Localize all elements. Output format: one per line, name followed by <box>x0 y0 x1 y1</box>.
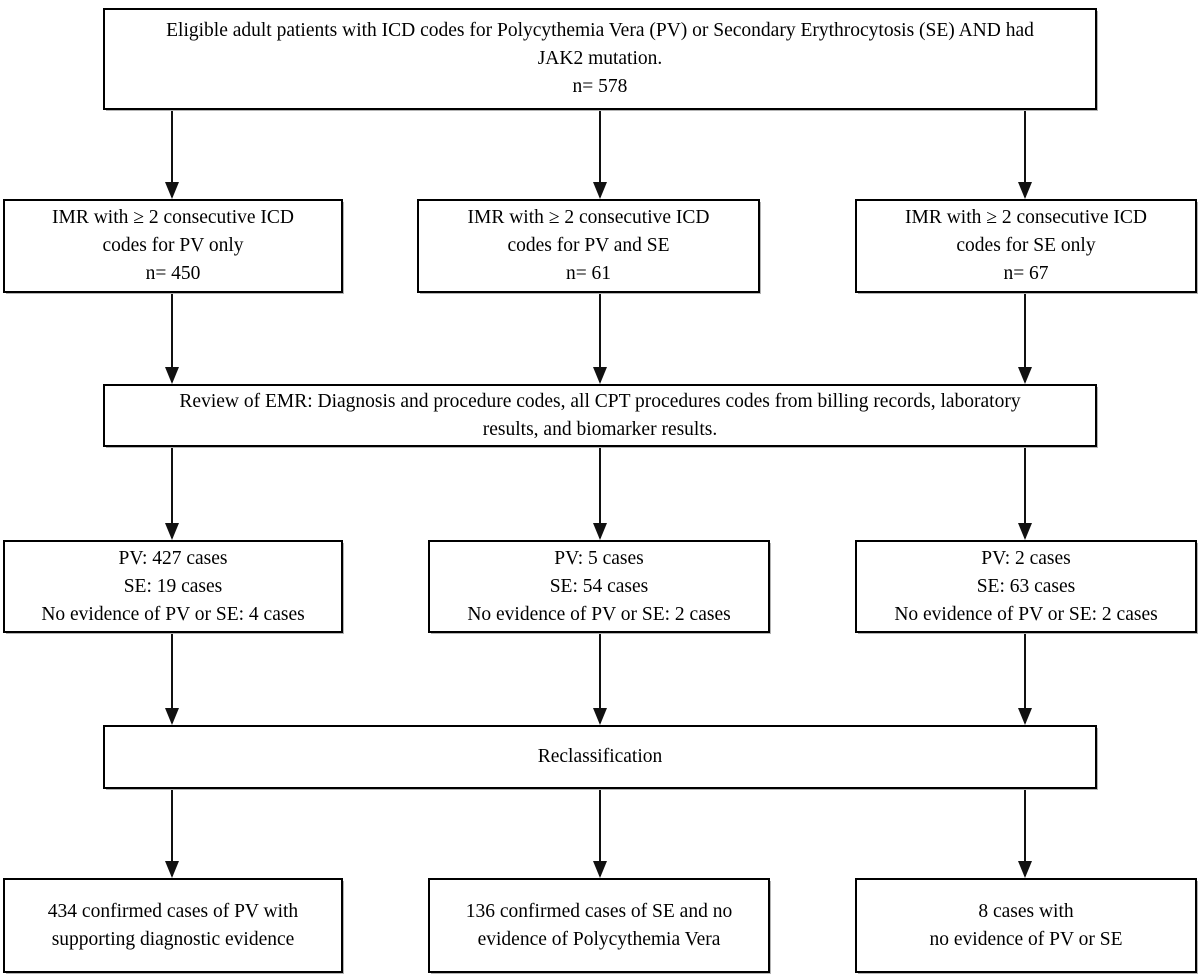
arrow-down-icon <box>171 634 173 723</box>
node-eligible-patients: Eligible adult patients with ICD codes f… <box>103 8 1097 110</box>
node-confirmed-pv: 434 confirmed cases of PV with supportin… <box>3 878 343 973</box>
arrow-down-icon <box>1024 634 1026 723</box>
arrow-down-icon <box>1024 790 1026 876</box>
arrow-down-icon <box>1024 448 1026 538</box>
arrow-down-icon <box>599 294 601 382</box>
node-imr-pv-and-se: IMR with ≥ 2 consecutive ICD codes for P… <box>417 199 760 293</box>
arrow-down-icon <box>599 111 601 197</box>
node-confirmed-se: 136 confirmed cases of SE and no evidenc… <box>428 878 770 973</box>
arrow-down-icon <box>1024 111 1026 197</box>
arrow-down-icon <box>171 294 173 382</box>
node-emr-review: Review of EMR: Diagnosis and procedure c… <box>103 384 1097 447</box>
node-imr-pv-only: IMR with ≥ 2 consecutive ICD codes for P… <box>3 199 343 293</box>
arrow-down-icon <box>171 448 173 538</box>
arrow-down-icon <box>599 634 601 723</box>
node-reclassification: Reclassification <box>103 725 1097 789</box>
arrow-down-icon <box>599 448 601 538</box>
node-imr-se-only: IMR with ≥ 2 consecutive ICD codes for S… <box>855 199 1197 293</box>
arrow-down-icon <box>599 790 601 876</box>
arrow-down-icon <box>1024 294 1026 382</box>
node-no-evidence: 8 cases with no evidence of PV or SE <box>855 878 1197 973</box>
node-cases-pv-only: PV: 427 cases SE: 19 cases No evidence o… <box>3 540 343 633</box>
node-cases-pv-and-se: PV: 5 cases SE: 54 cases No evidence of … <box>428 540 770 633</box>
arrow-down-icon <box>171 111 173 197</box>
node-cases-se-only: PV: 2 cases SE: 63 cases No evidence of … <box>855 540 1197 633</box>
arrow-down-icon <box>171 790 173 876</box>
